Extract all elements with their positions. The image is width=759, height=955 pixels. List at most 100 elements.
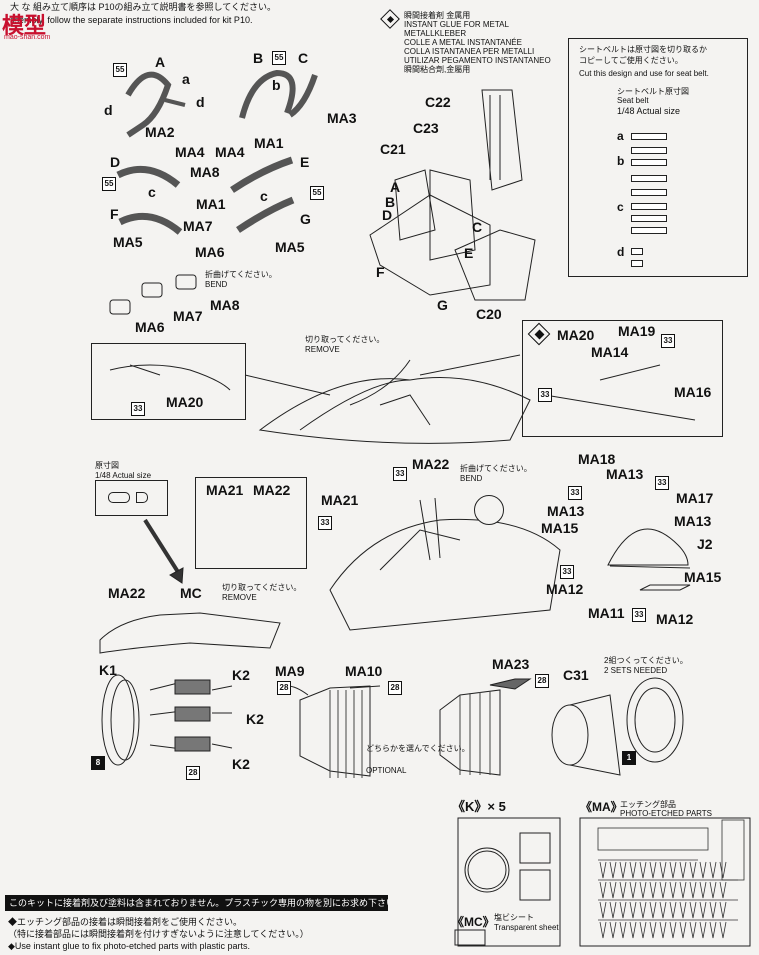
part-label: MA4 [175,144,205,160]
part-label: E [464,245,474,261]
part-label: MC [180,585,202,601]
part-label: A [155,54,166,70]
photo-etch-badge: 33 [318,516,332,530]
glue-note: 瞬間接着剤 金属用 INSTANT GLUE FOR METAL METALLK… [404,11,551,74]
belt-label-d: d [617,245,625,259]
part-label: d [104,102,113,118]
part-label: MA22 [253,482,291,498]
part-label: MA12 [656,611,694,627]
part-label: D [110,154,121,170]
part-label: K2 [246,711,264,727]
part-label: d [196,94,205,110]
seatbelt-template-box: シートベルトは原寸図を切り取るか コピーしてご使用ください。 Cut this … [568,38,748,277]
part-label: MA14 [591,344,629,360]
seatbelt-en: Cut this design and use for seat belt. [579,69,709,78]
parts-ma-title: 《MA》 [580,800,623,814]
belt-strip [631,260,643,267]
photo-etch-badge: 28 [388,681,402,695]
part-label: MA15 [684,569,722,585]
optional-note-en: OPTIONAL [366,766,407,775]
part-label: MA8 [190,164,220,180]
part-label: MA2 [145,124,175,140]
glue-line: INSTANT GLUE FOR METAL [404,20,509,29]
photo-etch-badge: 33 [560,565,574,579]
part-label: C23 [413,120,439,136]
seatbelt-jp: シートベルトは原寸図を切り取るか コピーしてご使用ください。 [579,45,707,65]
part-label: F [110,206,119,222]
part-label: MA21 [206,482,244,498]
part-label: C [298,50,309,66]
belt-strip [631,248,643,255]
watermark-logo: 模型 [2,13,47,38]
part-label: C [472,219,483,235]
template-cutout [108,492,130,503]
parts-ma-jp: エッチング部品 [620,800,676,809]
photo-etch-badge: 33 [393,467,407,481]
part-label: MA5 [275,239,305,255]
part-label: J2 [697,536,713,552]
bend-detail-circle [474,495,504,525]
optional-note-jp: どちらかを選んでください。 [366,744,470,753]
part-label: E [300,154,310,170]
part-label: C22 [425,94,451,110]
part-label: MA9 [275,663,305,679]
parts-mc-title: 《MC》 [452,915,495,929]
photo-etch-badge: 33 [655,476,669,490]
part-label: F [376,264,385,280]
part-label: G [300,211,311,227]
part-label: MA4 [215,144,245,160]
part-label: MA21 [321,492,359,508]
scale-note-en: 1/48 Actual size [95,471,152,480]
part-label: K2 [232,756,250,772]
parts-mc-jp: 塩ビシート [494,913,534,922]
part-label: C21 [380,141,406,157]
cockpit-detail-box [195,477,307,569]
part-label: b [272,77,281,93]
part-label: MA13 [674,513,712,529]
part-label: MA20 [557,327,595,343]
template-cutout [136,492,148,503]
seatbelt-title-jp: シートベルト原寸図 [617,87,689,96]
part-label: C31 [563,667,589,683]
bend-note-jp: 折曲げてください。 [460,464,532,473]
photo-etch-badge: 33 [538,388,552,402]
photo-etch-badge: 55 [113,63,127,77]
glue-line: COLLE A METAL INSTANTANÉE [404,38,522,47]
no-glue-paint-notice: このキットに接着剤及び塗料は含まれておりません。プラスチック専用の物を別にお求め… [5,895,388,911]
footer-note: ◆エッチング部品の接着は瞬間接着剤をご使用ください。 [8,917,243,927]
belt-strip [631,189,667,196]
glue-line: COLLA ISTANTANEA PER METALLI [404,47,535,56]
scale-note-jp: 原寸図 [95,461,119,470]
part-label: MA22 [412,456,450,472]
photo-etch-badge: 55 [272,51,286,65]
photo-etch-badge: 28 [186,766,200,780]
part-label: C20 [476,306,502,322]
seatbelt-scale: 1/48 Actual size [617,106,681,116]
remove-note-en: REMOVE [222,593,257,602]
glue-line: 瞬間粘合劑,金屬用 [404,65,471,74]
remove-note-jp: 切り取ってください。 [222,583,302,592]
part-label: MA17 [676,490,714,506]
canopy-detail-box [91,343,246,420]
glue-line: UTILIZAR PEGAMENTO INSTANTANEO [404,56,551,65]
part-label: B [253,50,264,66]
part-label: a [182,71,190,87]
belt-label-c: c [617,200,624,214]
part-label: MA20 [166,394,204,410]
belt-strip [631,215,667,222]
bend-note-en: BEND [460,474,483,483]
header-line-2: ssembly, follow the separate instruction… [10,15,253,25]
part-label: MA13 [547,503,585,519]
footer-note: ◆Use instant glue to fix photo-etched pa… [8,941,251,951]
part-label: MA13 [606,466,644,482]
part-label: MA7 [183,218,213,234]
belt-strip [631,133,667,140]
part-label: K1 [99,662,117,678]
remove-note-jp: 切り取ってください。 [305,335,385,344]
part-label: MA8 [210,297,240,313]
glue-line: METALLKLEBER [404,29,467,38]
seatbelt-title-en: Seat belt [617,96,649,105]
part-label: MA19 [618,323,656,339]
photo-etch-badge: 28 [535,674,549,688]
part-label: MA23 [492,656,530,672]
